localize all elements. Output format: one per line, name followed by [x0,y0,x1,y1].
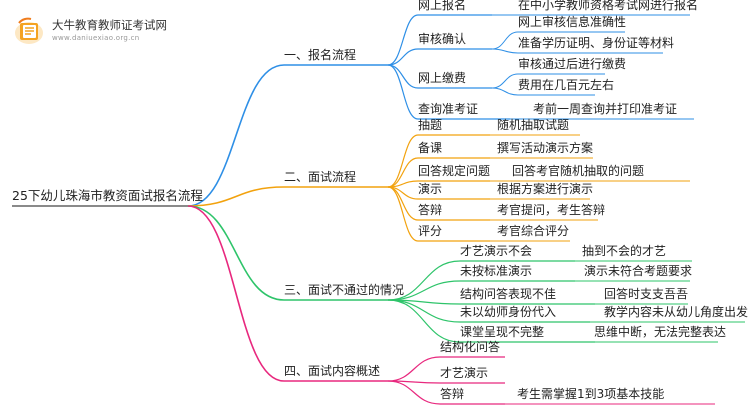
detail-node: 考生需掌握1到3项基本技能 [517,387,665,401]
item-node[interactable]: 网上报名 [418,0,467,12]
detail-node: 教学内容未从幼儿角度出发 [604,305,749,319]
detail-node: 回答考官随机抽取的问题 [512,164,645,178]
logo-name: 大牛教育教师证考试网 [52,18,167,32]
section-node-4[interactable]: 四、面试内容概述 [284,364,381,378]
detail-node: 根据方案进行演示 [497,182,594,196]
detail-node: 回答时支支吾吾 [604,287,689,301]
item-node[interactable]: 才艺演示不会 [460,244,533,258]
site-logo: 大牛教育教师证考试网 www.daniuexiao.org.cn [12,14,167,48]
detail-node: 考官提问，考生答辩 [497,203,606,217]
item-node[interactable]: 审核确认 [418,32,467,46]
detail-node: 思维中断，无法完整表达 [594,325,727,339]
detail-node: 抽到不会的才艺 [582,244,667,258]
detail-node: 演示未符合考题要求 [584,264,693,278]
detail-node: 随机抽取试题 [497,118,570,132]
item-node[interactable]: 答辩 [418,203,443,217]
item-node[interactable]: 课堂呈现不完整 [460,325,545,339]
item-node[interactable]: 才艺演示 [440,366,489,380]
detail-node: 费用在几百元左右 [518,78,615,92]
item-node[interactable]: 抽题 [418,118,443,132]
item-node[interactable]: 未以幼师身份代入 [460,305,557,319]
item-node[interactable]: 回答规定问题 [418,164,491,178]
detail-node: 考官综合评分 [497,224,570,238]
item-node[interactable]: 结构化问答 [440,340,501,354]
section-node-3[interactable]: 三、面试不通过的情况 [284,283,405,297]
detail-node: 网上审核信息准确性 [518,15,627,29]
detail-node: 审核通过后进行缴费 [518,57,627,71]
detail-node: 准备学历证明、身份证等材料 [518,36,675,50]
item-node[interactable]: 评分 [418,224,443,238]
section-node-2[interactable]: 二、面试流程 [284,170,357,184]
book-icon [15,17,43,44]
root-topic: 25下幼儿珠海市教资面试报名流程 [12,188,203,203]
section-node-1[interactable]: 一、报名流程 [284,48,357,62]
logo-url: www.daniuexiao.org.cn [52,34,140,42]
item-node[interactable]: 查询准考证 [418,102,479,116]
item-node[interactable]: 演示 [418,182,443,196]
detail-node: 考前一周查询并打印准考证 [533,102,678,116]
item-node[interactable]: 未按标准演示 [460,264,533,278]
detail-node: 撰写活动演示方案 [497,141,594,155]
item-node[interactable]: 网上缴费 [418,71,467,85]
detail-node: 在中小学教师资格考试网进行报名 [518,0,699,12]
item-node[interactable]: 结构问答表现不佳 [460,287,557,301]
item-node[interactable]: 备课 [418,141,443,155]
item-node[interactable]: 答辩 [440,387,465,401]
